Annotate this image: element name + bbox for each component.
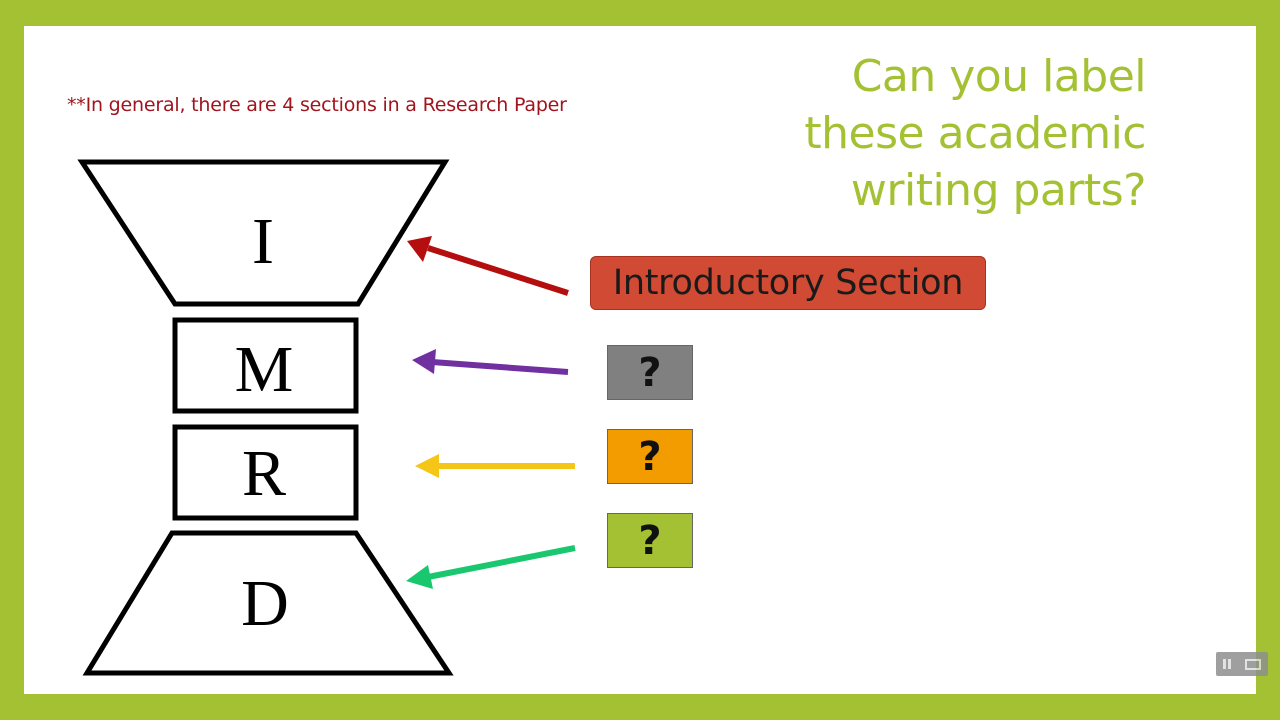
introductory-section-label: Introductory Section	[590, 256, 986, 310]
picture-in-picture-icon[interactable]	[1245, 658, 1261, 670]
results-letter: R	[242, 437, 286, 510]
results-unknown-label: ?	[607, 429, 693, 484]
introduction-letter: I	[252, 205, 274, 278]
arrow-results	[415, 454, 575, 478]
arrow-introduction	[407, 236, 569, 296]
research-paper-note: **In general, there are 4 sections in a …	[67, 94, 567, 116]
arrow-methods	[412, 349, 569, 375]
question-line-2: these academic	[804, 108, 1146, 159]
methods-letter: M	[235, 333, 294, 406]
arrow-discussion	[406, 545, 576, 589]
pause-icon[interactable]	[1223, 659, 1231, 669]
discussion-unknown-label: ?	[607, 513, 693, 568]
question-line-1: Can you label	[851, 51, 1147, 102]
results-shape	[172, 424, 359, 521]
question-line-3: writing parts?	[850, 165, 1147, 216]
question-title: Can you label these academic writing par…	[726, 48, 1146, 219]
methods-shape	[172, 317, 359, 414]
methods-unknown-label: ?	[607, 345, 693, 400]
introduction-shape	[77, 159, 450, 307]
discussion-letter: D	[241, 567, 289, 640]
discussion-shape	[82, 530, 454, 676]
video-player-controls[interactable]	[1216, 652, 1268, 676]
